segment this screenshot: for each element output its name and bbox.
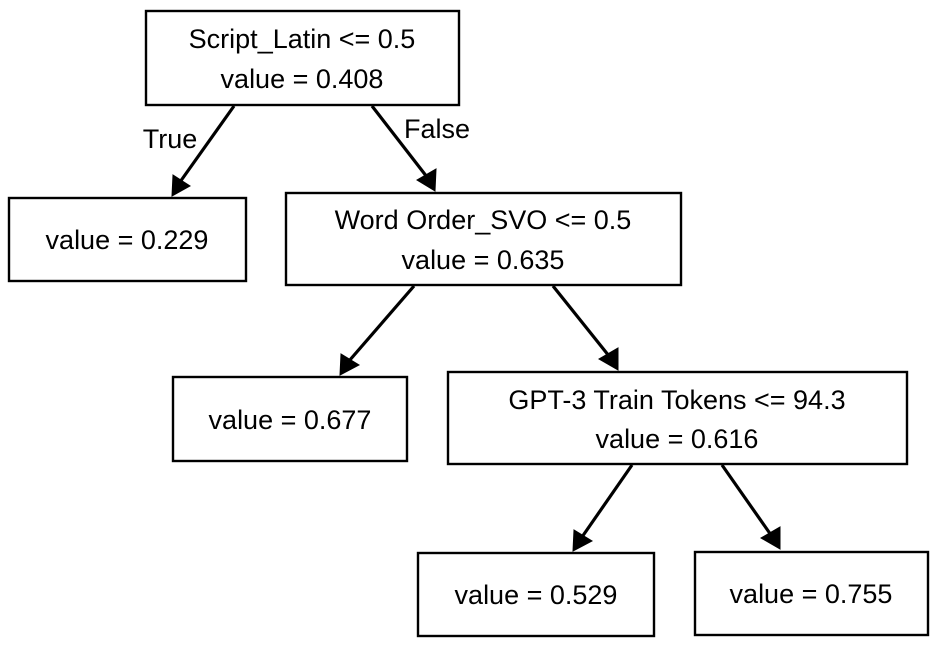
node-leaf-0755[interactable]: value = 0.755 (693, 550, 930, 637)
node-value: value = 0.408 (221, 64, 384, 94)
arrowhead-icon (416, 168, 437, 192)
edge-line (551, 285, 611, 357)
edge-gpt3-train-tokens-to-leaf-0755 (720, 464, 781, 550)
edge-line (347, 284, 416, 363)
node-box[interactable] (416, 551, 656, 638)
edge-gpt3-train-tokens-to-leaf-0529 (572, 464, 634, 552)
node-value: value = 0.755 (730, 579, 893, 609)
node-value: value = 0.529 (455, 580, 618, 610)
arrowhead-icon (572, 529, 594, 552)
node-box[interactable] (171, 375, 409, 463)
node-leaf-0677[interactable]: value = 0.677 (171, 375, 409, 463)
edge-line (178, 105, 236, 183)
node-leaf-0229[interactable]: value = 0.229 (7, 196, 248, 283)
node-value: value = 0.677 (209, 405, 372, 435)
node-box[interactable] (693, 550, 930, 637)
node-box[interactable] (284, 191, 683, 287)
node-value: value = 0.229 (46, 225, 209, 255)
node-box[interactable] (446, 370, 909, 466)
node-condition: GPT-3 Train Tokens <= 94.3 (508, 385, 845, 415)
node-condition: Script_Latin <= 0.5 (189, 24, 416, 54)
edge-line (370, 105, 429, 178)
edge-label-true: True (143, 124, 198, 154)
arrowhead-icon (171, 174, 191, 197)
edge-word-order-svo-to-gpt3-train-tokens (551, 285, 619, 371)
node-root[interactable]: Script_Latin <= 0.5 value = 0.408 (144, 9, 461, 107)
edge-word-order-svo-to-leaf-0677 (339, 284, 416, 376)
edge-line (580, 464, 634, 538)
node-gpt3-train-tokens[interactable]: GPT-3 Train Tokens <= 94.3 value = 0.616 (446, 370, 909, 466)
node-word-order-svo[interactable]: Word Order_SVO <= 0.5 value = 0.635 (284, 191, 683, 287)
edge-root-to-word-order-svo (370, 105, 437, 192)
node-value: value = 0.616 (596, 424, 759, 454)
arrowhead-icon (760, 526, 781, 550)
node-box[interactable] (144, 9, 461, 107)
node-value: value = 0.635 (402, 245, 565, 275)
edge-line (720, 464, 773, 536)
node-box[interactable] (7, 196, 248, 283)
node-leaf-0529[interactable]: value = 0.529 (416, 551, 656, 638)
node-condition: Word Order_SVO <= 0.5 (335, 205, 632, 235)
edge-root-to-leaf-0229 (171, 105, 236, 197)
edge-label-false: False (404, 114, 470, 144)
arrowhead-icon (339, 353, 361, 376)
arrowhead-icon (598, 347, 619, 371)
